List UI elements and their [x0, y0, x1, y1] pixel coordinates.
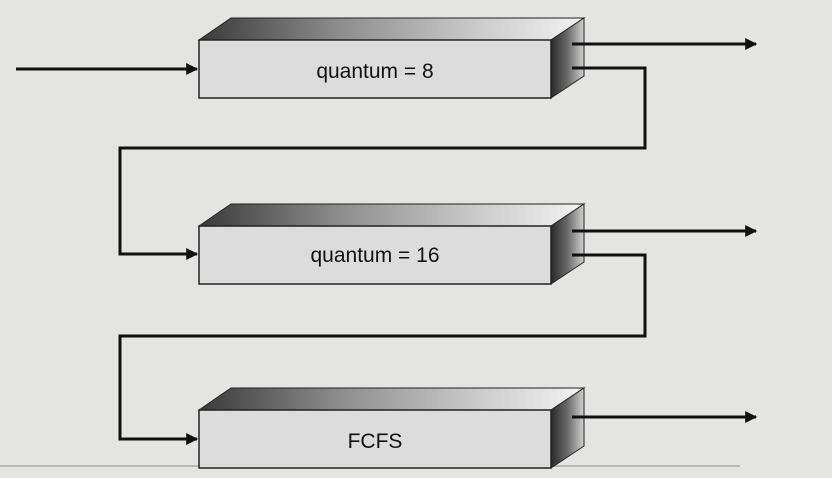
queue-box-3-face: [198, 409, 552, 469]
queue-box-1: quantum = 8: [197, 17, 586, 99]
queue-box-2-face: [198, 225, 552, 285]
queue-box-2-top: [197, 203, 586, 227]
queue-label-2: quantum = 16: [310, 244, 439, 267]
queue-box-2: quantum = 16: [197, 203, 586, 285]
queue-box-3: FCFS: [197, 387, 586, 469]
queue-box-1-top: [197, 17, 586, 41]
queue-label-1: quantum = 8: [316, 60, 433, 83]
queue-box-3-top: [197, 387, 586, 411]
queue-label-3: FCFS: [348, 430, 403, 453]
queue-box-1-face: [198, 39, 552, 99]
demote-connector-1-to-2: [118, 66, 647, 260]
demote-connector-2-to-3: [118, 253, 647, 445]
